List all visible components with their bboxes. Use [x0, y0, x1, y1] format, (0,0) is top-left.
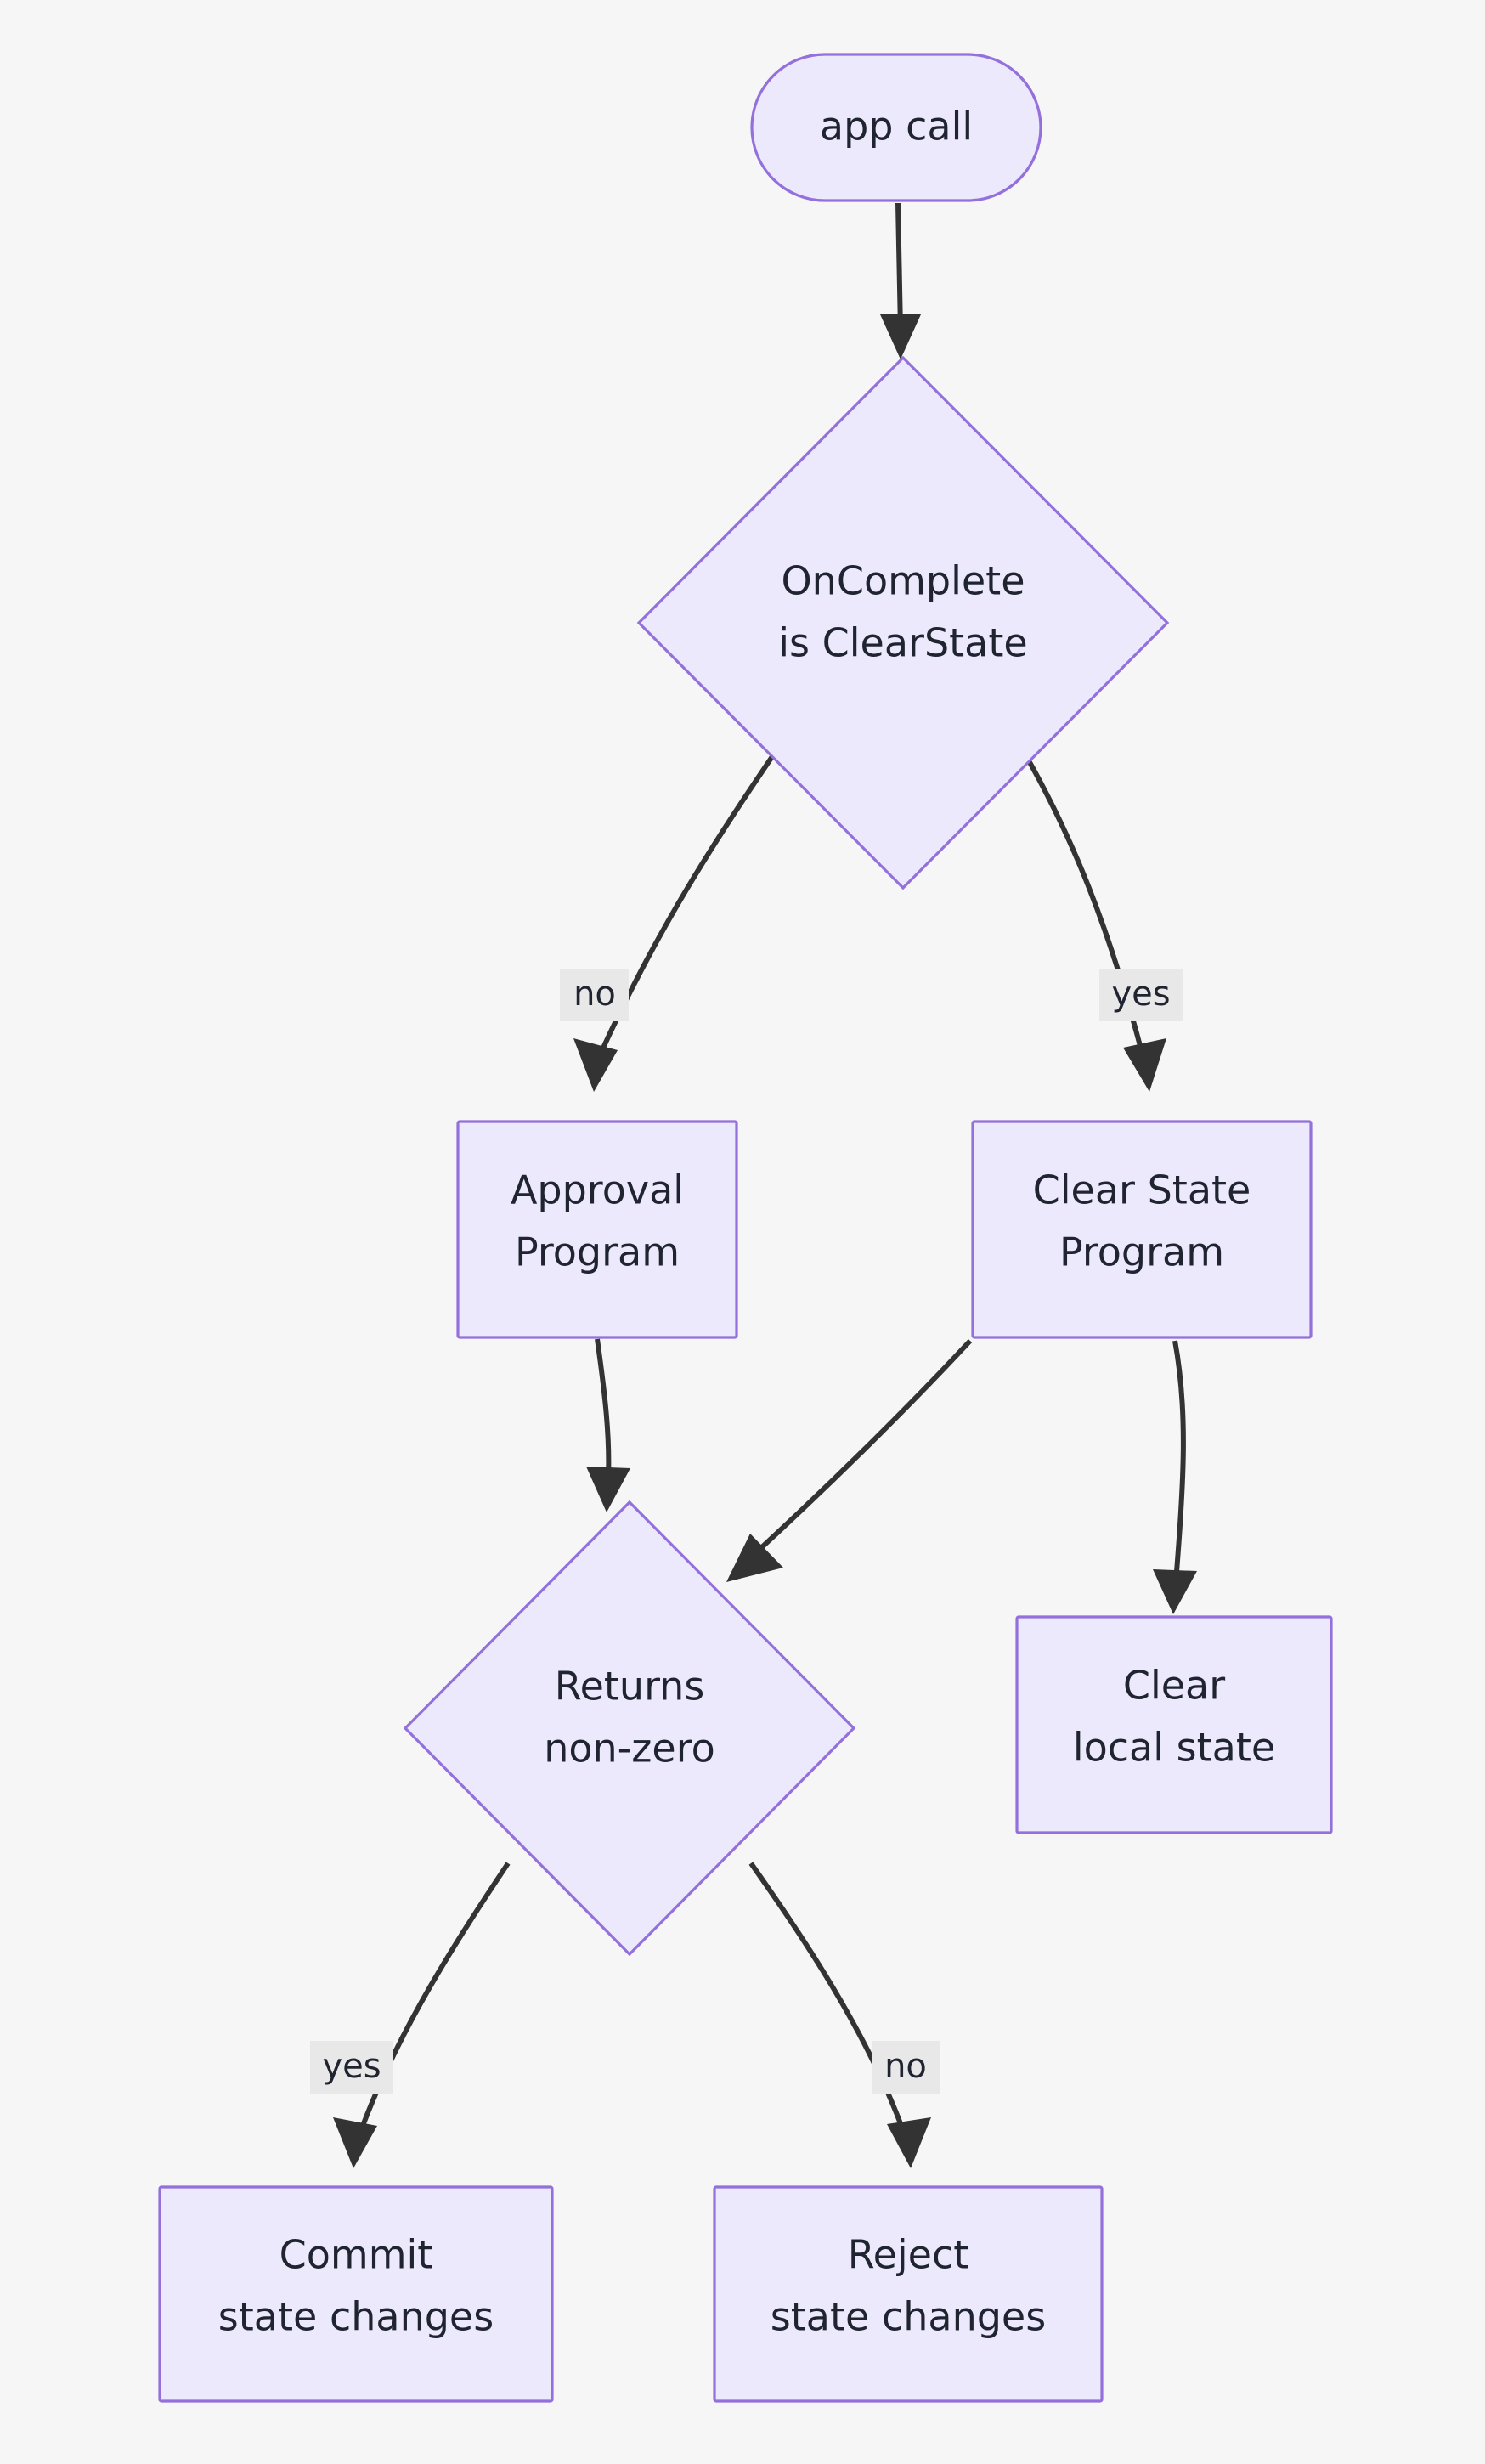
edge-label-yes-1: yes	[1099, 969, 1183, 1021]
arrowhead-icon	[1123, 1038, 1166, 1092]
node-label-approval-line2: Program	[515, 1229, 680, 1275]
arrowhead-icon	[880, 314, 921, 359]
node-returns-non-zero[interactable]: Returns non-zero	[403, 1500, 856, 1957]
edge-line	[595, 1338, 612, 1479]
edge-line	[1172, 1340, 1186, 1583]
edge-line	[751, 1338, 973, 1557]
edge-label-no-2: no	[872, 2041, 940, 2094]
arrowhead-icon	[333, 2117, 377, 2168]
node-clear-local-state[interactable]: Clear local state	[1015, 1615, 1333, 1834]
node-shape-rect[interactable]	[1015, 1615, 1333, 1834]
node-shape-rect[interactable]	[456, 1120, 738, 1339]
edge-label-text: no	[884, 2047, 927, 2086]
edge-app-call-to-oncomplete	[880, 202, 921, 359]
node-shape-rect[interactable]	[158, 2185, 554, 2403]
node-app-call[interactable]: app call	[750, 53, 1042, 202]
arrowhead-icon	[1153, 1569, 1197, 1614]
edge-label-text: no	[573, 975, 616, 1014]
node-label-clear-state-line1: Clear State	[1033, 1167, 1251, 1213]
edge-clear-state-to-returns	[726, 1338, 973, 1582]
node-label-clear-state-line2: Program	[1059, 1229, 1224, 1275]
node-label-clear-local-line2: local state	[1073, 1725, 1275, 1771]
edge-oncomplete-to-approval: no	[560, 751, 777, 1092]
node-label-oncomplete-line2: is ClearState	[778, 620, 1027, 666]
node-shape-diamond[interactable]	[403, 1500, 856, 1957]
node-label-clear-local-line1: Clear	[1123, 1663, 1225, 1709]
arrowhead-icon	[573, 1038, 618, 1092]
node-shape-rect[interactable]	[713, 2185, 1104, 2403]
node-approval-program[interactable]: Approval Program	[456, 1120, 738, 1339]
edge-label-chip	[1099, 969, 1183, 1021]
node-shape-stadium[interactable]	[750, 53, 1042, 202]
node-label-oncomplete-line1: OnComplete	[781, 558, 1025, 604]
node-label-reject-line2: state changes	[771, 2294, 1046, 2340]
edge-label-chip	[872, 2041, 940, 2094]
edge-line	[895, 202, 903, 331]
node-label-approval-line1: Approval	[511, 1167, 684, 1213]
node-shape-diamond[interactable]	[636, 355, 1170, 890]
node-reject-state-changes[interactable]: Reject state changes	[713, 2185, 1104, 2403]
node-clear-state-program[interactable]: Clear State Program	[971, 1120, 1313, 1339]
edge-label-text: yes	[1111, 975, 1170, 1014]
edge-returns-to-reject: no	[748, 1862, 940, 2168]
node-label-returns-line2: non-zero	[544, 1726, 715, 1772]
edge-label-chip	[310, 2041, 393, 2094]
arrowhead-icon	[586, 1467, 630, 1512]
edge-returns-to-commit: yes	[310, 1862, 511, 2168]
edge-oncomplete-to-clear-state: yes	[1024, 754, 1183, 1092]
edge-label-yes-2: yes	[310, 2041, 393, 2094]
node-label-app-call: app call	[820, 104, 973, 150]
edge-label-text: yes	[322, 2047, 381, 2086]
edge-clear-state-to-clear-local	[1153, 1340, 1197, 1614]
arrowhead-icon	[726, 1534, 783, 1582]
edge-approval-to-returns	[586, 1338, 630, 1512]
edge-label-no-1: no	[560, 969, 629, 1021]
node-label-commit-line2: state changes	[218, 2294, 494, 2340]
arrowhead-icon	[887, 2117, 931, 2168]
node-label-commit-line1: Commit	[279, 2232, 433, 2278]
node-label-reject-line1: Reject	[848, 2232, 969, 2278]
node-shape-rect[interactable]	[971, 1120, 1313, 1339]
node-oncomplete-is-clearstate[interactable]: OnComplete is ClearState	[636, 355, 1170, 890]
node-label-returns-line1: Returns	[555, 1664, 705, 1710]
node-commit-state-changes[interactable]: Commit state changes	[158, 2185, 554, 2403]
edge-label-chip	[560, 969, 629, 1021]
